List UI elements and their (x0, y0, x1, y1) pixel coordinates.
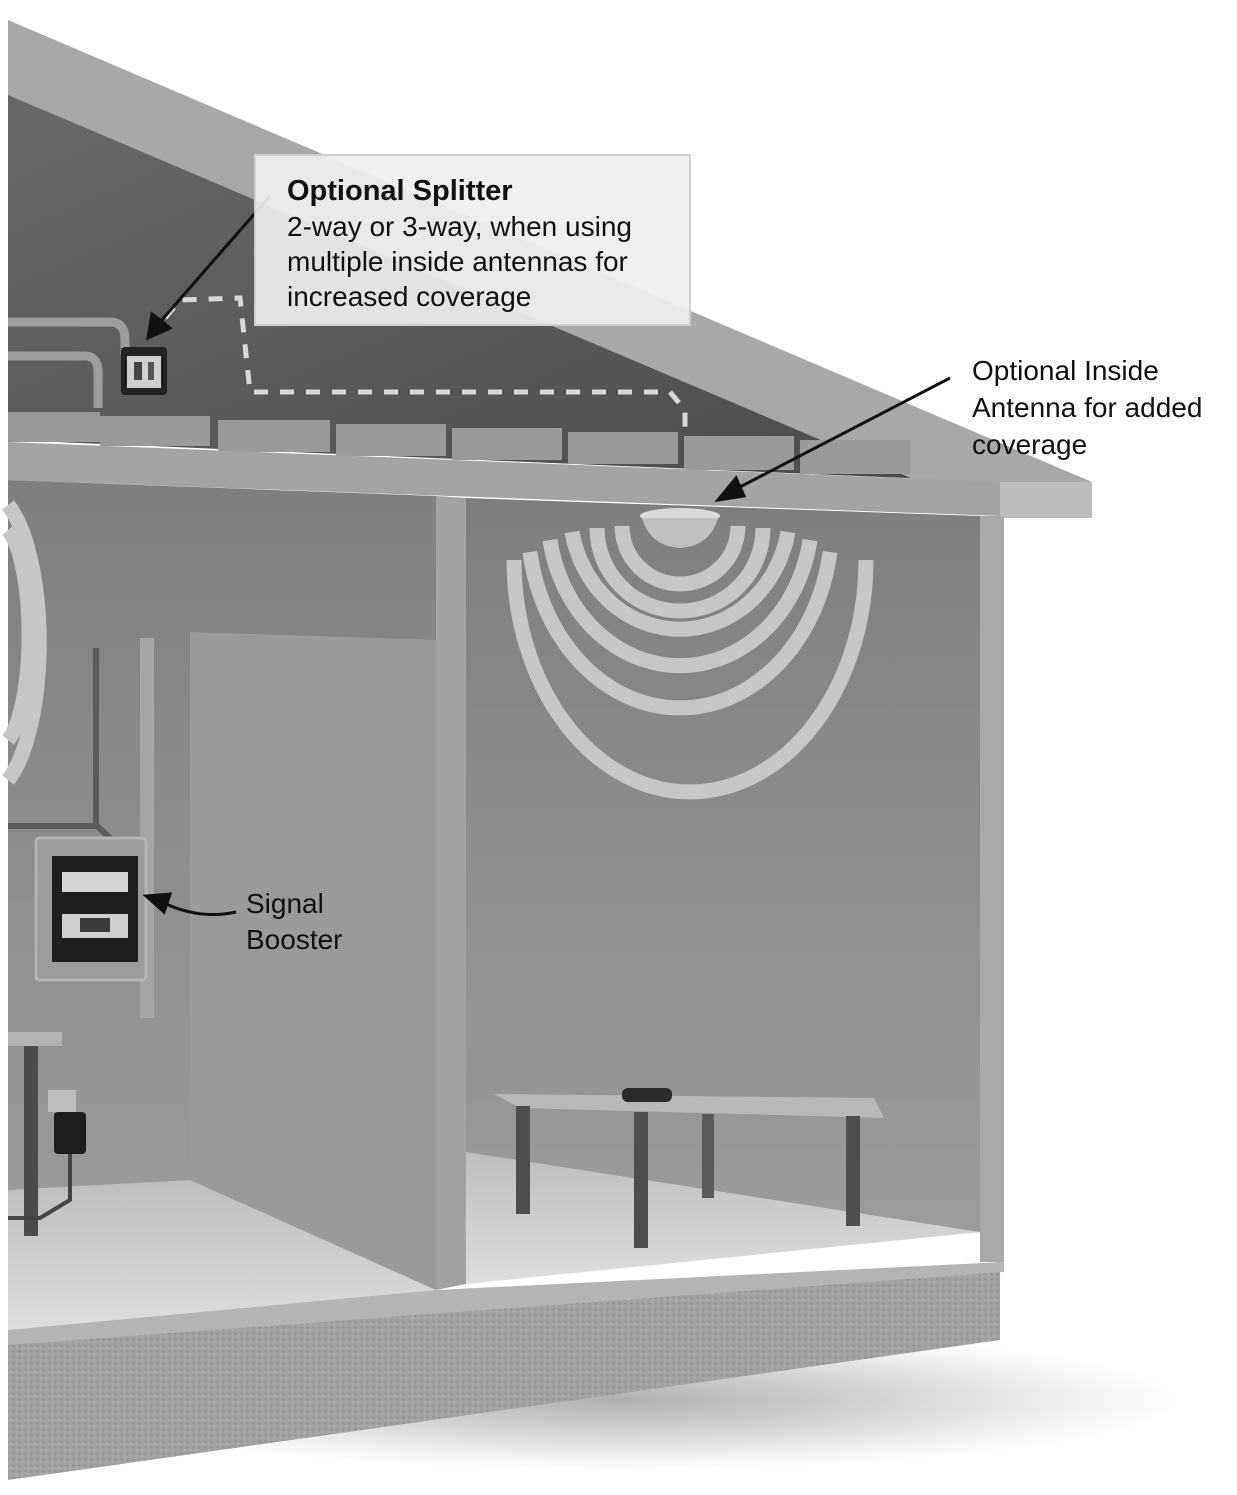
power-adapter (8, 1090, 86, 1220)
roof-trim (1000, 482, 1092, 518)
splitter-device (121, 347, 167, 395)
signal-booster-label: Signal Booster (246, 888, 343, 955)
splitter-callout-description: 2-way or 3-way, when using multiple insi… (287, 211, 632, 312)
splitter-callout: Optional Splitter 2-way or 3-way, when u… (254, 154, 691, 326)
ceiling (8, 442, 1000, 516)
signal-rings-right (506, 525, 874, 800)
ceiling-joists (8, 412, 910, 474)
right-room-wall (466, 498, 980, 1280)
right-floor (466, 1152, 980, 1284)
ducts (8, 317, 130, 408)
left-table (8, 1032, 62, 1236)
splitter-callout-title: Optional Splitter (287, 175, 513, 207)
leader-arrows (142, 195, 951, 917)
outer-wall (980, 516, 1004, 1262)
partition-wall (436, 496, 466, 1290)
inside-antenna-label: Optional Inside Antenna for added covera… (972, 355, 1203, 460)
left-floor (8, 1180, 436, 1330)
cell-phone (622, 1088, 672, 1102)
floor-slab-edge (8, 1262, 1004, 1345)
left-inner-partition (190, 632, 436, 1290)
signal-rings-left (2, 500, 47, 785)
right-table (494, 1094, 884, 1248)
signal-booster-device (34, 836, 148, 982)
inside-antenna (640, 508, 720, 548)
booster-cables (8, 648, 115, 843)
